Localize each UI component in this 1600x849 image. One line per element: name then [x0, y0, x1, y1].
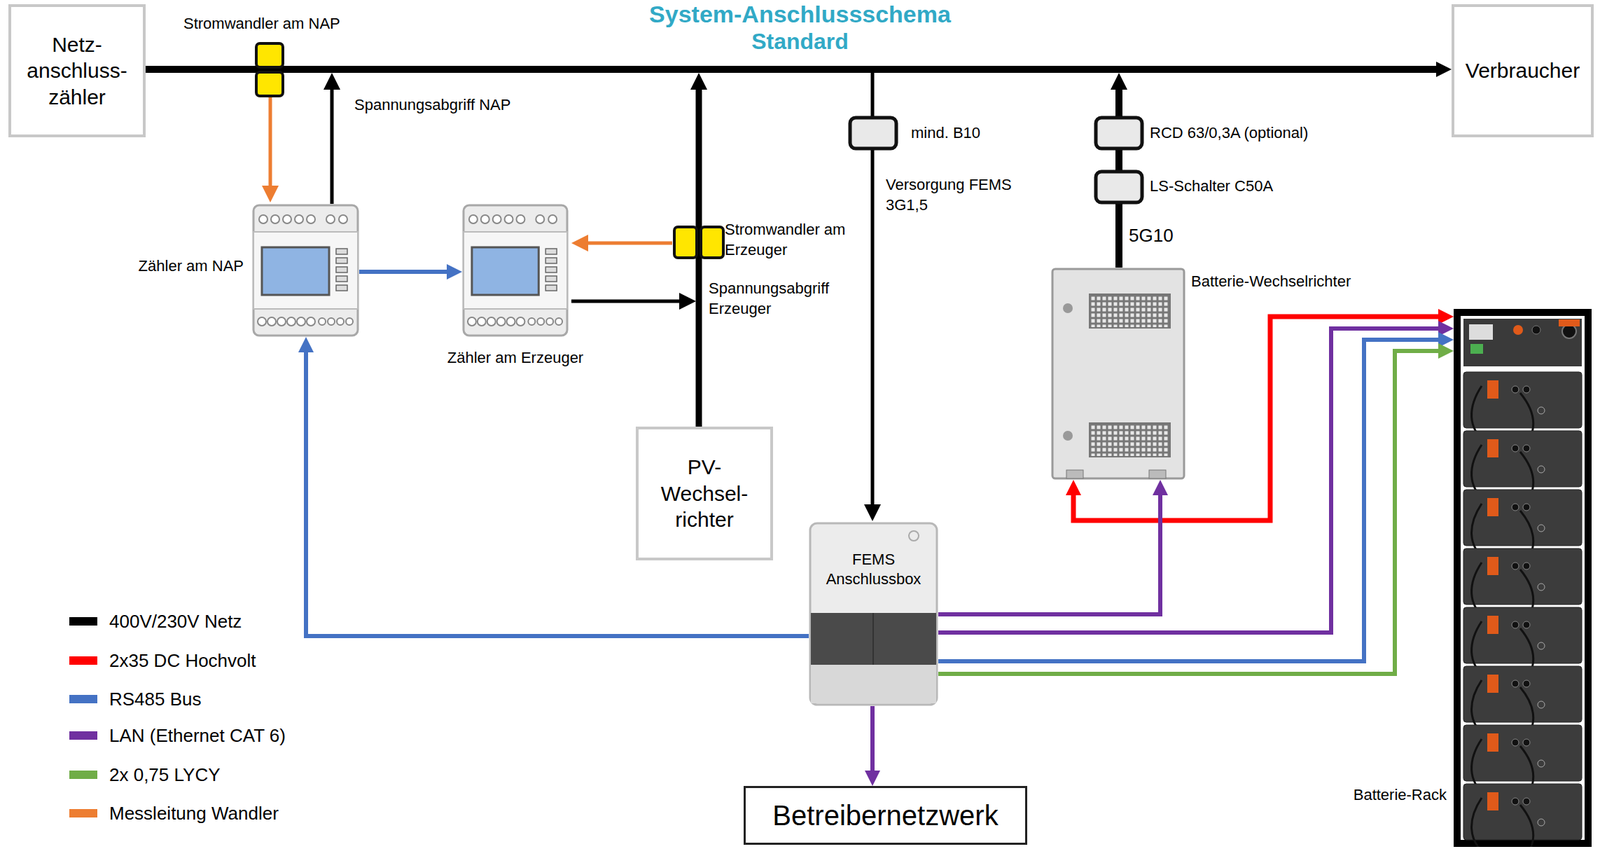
- breaker-symbol: [850, 117, 897, 149]
- legend-text: 2x 0,75 LYCY: [109, 763, 221, 786]
- voltage-tap: [571, 299, 680, 304]
- meter: Zähler am NAP: [252, 203, 360, 337]
- current-transformer: [256, 43, 283, 68]
- annotation-label: RCD 63/0,3A (optional): [1149, 123, 1309, 144]
- legend-swatch: [69, 808, 98, 818]
- rcd-symbol: [1095, 117, 1143, 149]
- legend-text: LAN (Ethernet CAT 6): [109, 724, 286, 747]
- node-label: Zähler am NAP: [117, 256, 244, 276]
- annotation-label: Versorgung FEMS 3G1,5: [885, 175, 1033, 215]
- annotation-label: Stromwandler am Erzeuger: [724, 219, 872, 260]
- legend-text: Messleitung Wandler: [109, 801, 279, 825]
- network-box: Betreibernetzwerk: [743, 785, 1028, 845]
- node-label: Verbraucher: [1465, 57, 1580, 85]
- current-transformer: [674, 226, 697, 258]
- annotation-label: mind. B10: [910, 123, 981, 144]
- node-label: FEMS Anschlussbox: [814, 549, 933, 589]
- legend-text: 2x35 DC Hochvolt: [109, 649, 257, 672]
- fems-box-drawing: [808, 521, 939, 706]
- legend-swatch: [69, 731, 98, 740]
- meter: Zähler am Erzeuger: [462, 203, 569, 337]
- breaker-symbol: [1095, 171, 1143, 203]
- node-label: Netz- anschluss- zähler: [18, 31, 136, 111]
- meter-box: Netz- anschluss- zähler: [8, 4, 146, 138]
- inverter-drawing: [1051, 267, 1186, 480]
- node-label: Batterie-Rack: [1313, 784, 1447, 805]
- legend-swatch: [69, 616, 98, 626]
- fems-box: FEMS Anschlussbox: [808, 521, 939, 706]
- connector: [305, 352, 809, 636]
- node-label: Betreibernetzwerk: [772, 797, 998, 833]
- legend-text: 400V/230V Netz: [109, 609, 242, 633]
- pv-inverter-box: PV- Wechsel- richter: [635, 426, 774, 561]
- current-transformer: [256, 72, 283, 96]
- connector: [359, 269, 447, 274]
- current-transformer: [700, 226, 724, 258]
- battery-inverter: Batterie-Wechselrichter: [1051, 267, 1186, 480]
- legend-swatch: [69, 770, 98, 779]
- connector: [938, 350, 1439, 674]
- annotation-label: LS-Schalter C50A: [1149, 176, 1273, 197]
- battery-rack: Batterie-Rack: [1453, 308, 1592, 847]
- meter-drawing: [462, 203, 569, 337]
- legend-swatch: [69, 656, 98, 665]
- annotation-label: Stromwandler am NAP: [183, 14, 341, 35]
- connector: [938, 339, 1439, 662]
- measurement-wire: [268, 97, 273, 186]
- legend-swatch: [69, 694, 98, 704]
- node-label: Batterie-Wechselrichter: [1191, 271, 1351, 292]
- meter-drawing: [252, 203, 360, 337]
- connector: [870, 705, 875, 771]
- legend-text: RS485 Bus: [109, 687, 202, 711]
- connector: [938, 495, 1161, 615]
- annotation-label: Spannungsabgriff NAP: [354, 95, 511, 116]
- consumer-box: Verbraucher: [1451, 4, 1594, 138]
- node-label: Zähler am Erzeuger: [410, 348, 621, 368]
- annotation-label: 5G10: [1128, 224, 1174, 248]
- measurement-wire: [588, 241, 673, 246]
- voltage-tap: [330, 89, 335, 204]
- node-label: PV- Wechsel- richter: [645, 453, 764, 533]
- battery-rack-drawing: [1453, 308, 1592, 847]
- connector: [145, 65, 1437, 73]
- diagram-subtitle: Standard: [0, 29, 1600, 54]
- pv-feed: [696, 89, 703, 427]
- annotation-label: Spannungsabgriff Erzeuger: [708, 278, 856, 319]
